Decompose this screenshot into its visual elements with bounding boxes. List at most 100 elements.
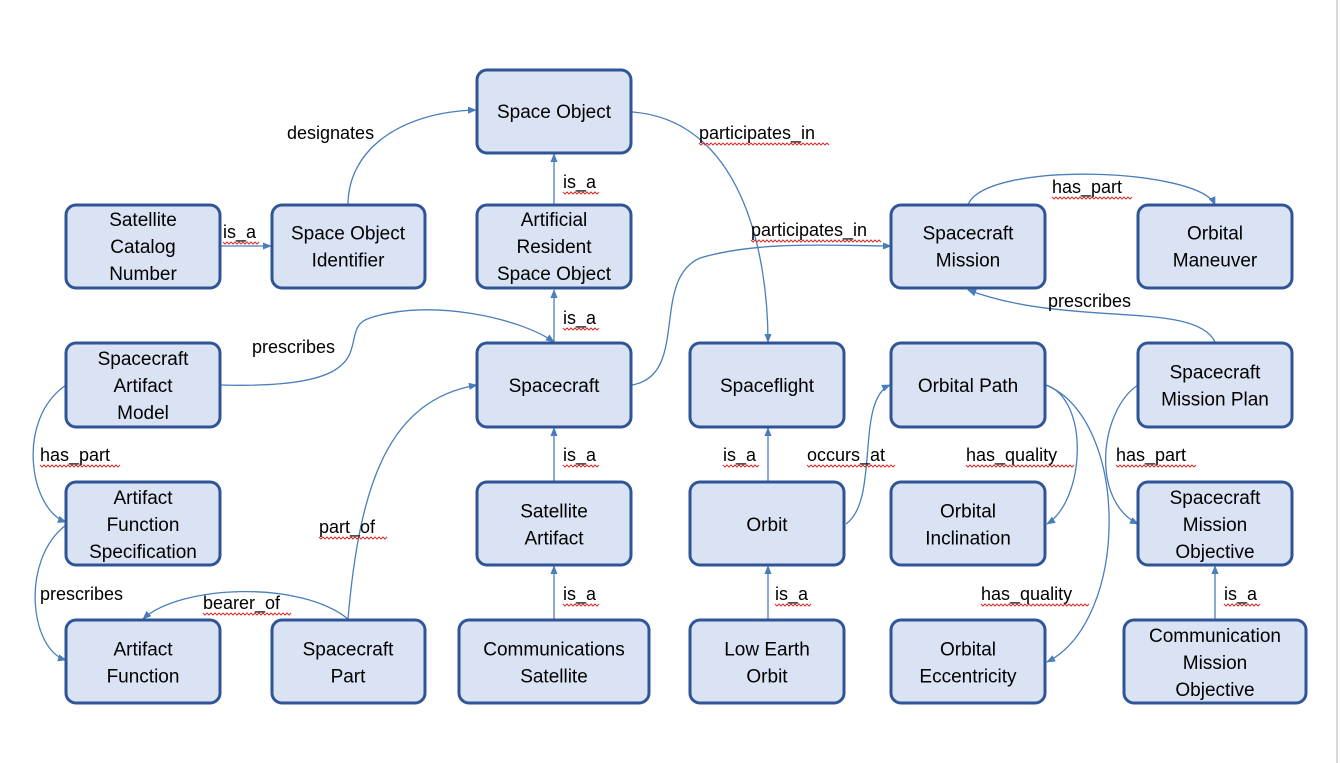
edge-bearer-of	[142, 590, 349, 620]
label-part-of: part_of	[319, 517, 376, 538]
page-edge-line	[1336, 0, 1338, 763]
node-label-line: Mission	[936, 251, 1000, 272]
node-label-line: Orbital Path	[918, 376, 1018, 397]
label-is-a-leo: is_a	[775, 584, 809, 605]
label-has-quality-inclination: has_quality	[966, 445, 1057, 466]
label-prescribes-plan: prescribes	[1048, 291, 1131, 311]
node-label-line: Orbital	[940, 502, 996, 523]
edge-has-part-mission	[967, 173, 1216, 206]
node-label-line: Communication	[1149, 626, 1281, 647]
edge-occurs-at	[845, 384, 891, 525]
node-label-line: Artifact	[113, 640, 173, 661]
edge-prescribes-plan	[967, 289, 1216, 343]
label-is-a-orbit: is_a	[723, 445, 757, 466]
node-label-line: Low Earth	[724, 640, 810, 661]
edge-has-quality-eccentricity	[1045, 384, 1110, 663]
label-occurs-at: occurs_at	[807, 445, 885, 466]
node-spacecraft: Spacecraft	[475, 341, 633, 429]
node-label-line: Orbital	[940, 640, 996, 661]
node-spaceflight: Spaceflight	[688, 341, 846, 429]
label-participates-in-top: participates_in	[699, 123, 815, 144]
node-label-line: Catalog	[110, 237, 176, 258]
label-participates-in-mid: participates_in	[751, 220, 867, 241]
label-has-part-mission: has_part	[1052, 177, 1122, 198]
node-label-line: Identifier	[312, 251, 386, 272]
node-label-line: Inclination	[925, 529, 1011, 550]
edge-has-quality-inclination	[1045, 384, 1078, 525]
node-label-line: Space Object	[291, 224, 406, 245]
node-label-line: Artifact	[524, 529, 584, 550]
label-designates: designates	[287, 123, 374, 143]
node-label-line: Satellite	[520, 502, 588, 523]
edge-has-part-model	[32, 384, 67, 523]
node-label-line: Spacecraft	[98, 349, 190, 370]
label-prescribes-model: prescribes	[252, 337, 335, 357]
label-has-part-model: has_part	[40, 445, 110, 466]
node-label-line: Spacecraft	[1170, 363, 1262, 384]
node-label-line: Orbit	[746, 667, 788, 688]
edge-part-of	[347, 382, 478, 620]
node-label-line: Spaceflight	[720, 376, 815, 397]
label-is-a-spacecraft: is_a	[563, 308, 597, 329]
label-is-a-satellite-artifact: is_a	[563, 445, 597, 466]
node-label-line: Spacecraft	[1170, 488, 1262, 509]
node-label-line: Communications	[483, 640, 625, 661]
node-label-line: Artifact	[113, 376, 173, 397]
node-label-line: Objective	[1175, 680, 1254, 701]
label-is-a-comm-sat: is_a	[563, 584, 597, 605]
node-label-line: Number	[109, 264, 177, 285]
label-is-a-comm-obj: is_a	[1224, 584, 1258, 605]
label-is-a-catalog: is_a	[223, 222, 257, 243]
node-label-line: Mission Plan	[1161, 390, 1269, 411]
node-label-line: Resident	[517, 237, 593, 258]
node-label-line: Spacecraft	[923, 224, 1015, 245]
edge-prescribes-spec	[34, 524, 67, 662]
label-has-quality-eccentricity: has_quality	[981, 584, 1072, 605]
node-label-line: Maneuver	[1173, 251, 1258, 272]
node-label-line: Space Object	[497, 102, 612, 123]
node-space-object: Space Object	[475, 68, 633, 155]
node-label-line: Artificial	[521, 210, 588, 231]
node-label-line: Eccentricity	[919, 667, 1017, 688]
node-label-line: Function	[107, 667, 180, 688]
label-prescribes-spec: prescribes	[40, 584, 123, 604]
label-bearer-of: bearer_of	[203, 593, 281, 614]
node-label-line: Function	[107, 515, 180, 536]
edge-participates-in-top	[631, 111, 772, 343]
edge-designates	[347, 106, 477, 206]
node-label-line: Part	[331, 667, 367, 688]
node-label-line: Satellite	[520, 667, 588, 688]
node-label-line: Spacecraft	[303, 640, 395, 661]
node-label-line: Artifact	[113, 488, 173, 509]
node-label-line: Satellite	[109, 210, 177, 231]
node-label-line: Objective	[1175, 542, 1254, 563]
spellcheck-underlines	[39, 142, 1261, 616]
node-orbit: Orbit	[688, 480, 846, 567]
node-label-line: Model	[117, 403, 169, 424]
node-label-line: Orbit	[746, 515, 788, 536]
node-label-line: Orbital	[1187, 224, 1243, 245]
label-is-a-aro: is_a	[563, 172, 597, 193]
node-label-line: Mission	[1183, 653, 1247, 674]
node-label-line: Space Object	[497, 264, 612, 285]
label-has-part-plan: has_part	[1116, 445, 1186, 466]
node-label-line: Spacecraft	[509, 376, 601, 397]
